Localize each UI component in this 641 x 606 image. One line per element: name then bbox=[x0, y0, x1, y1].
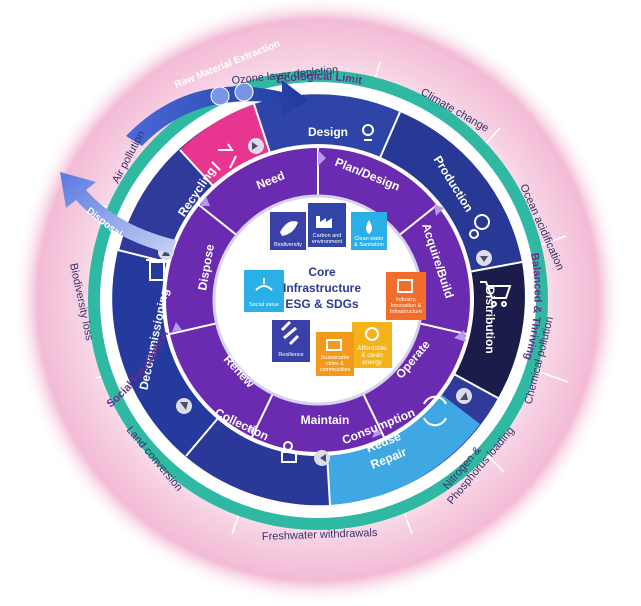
sdg-biodiversity-label: Biodiversity bbox=[274, 242, 302, 248]
chain-link-icon bbox=[280, 320, 300, 346]
industry-cube-icon bbox=[397, 279, 413, 293]
sdg-industry-label-1: Industry, bbox=[396, 297, 417, 303]
core-title-line3: ESG & SDGs bbox=[285, 297, 359, 311]
sdg-clean-water-label-2: & Sanitation bbox=[354, 242, 384, 248]
city-building-icon bbox=[326, 339, 342, 351]
raw-material-arrow-icon bbox=[126, 80, 308, 146]
core-title-line2: Infrastructure bbox=[283, 281, 361, 295]
recycling-icon bbox=[211, 143, 237, 171]
stage-distribution[interactable]: Distribution bbox=[483, 286, 497, 353]
sdg-cities-label-2: cities & bbox=[326, 361, 344, 367]
sdg-energy-label-2: & clean bbox=[361, 352, 383, 359]
design-lightbulb-icon bbox=[362, 124, 374, 141]
ecological-limit-label: Ecological Limit bbox=[276, 71, 364, 87]
shopping-cart-icon bbox=[480, 281, 512, 307]
delivery-person-icon bbox=[281, 441, 297, 463]
water-drop-icon bbox=[366, 220, 372, 234]
factory-icon bbox=[316, 216, 332, 228]
step-maintain[interactable]: Maintain bbox=[301, 413, 350, 427]
boundary-freshwater: Freshwater withdrawals bbox=[262, 527, 378, 543]
sdg-energy-label-3: energy bbox=[362, 359, 383, 366]
sdg-social-tile[interactable] bbox=[244, 270, 284, 312]
sdg-resilience-label: Resilience bbox=[278, 352, 303, 358]
reuse-cycle-icon bbox=[423, 395, 447, 427]
sdg-energy-label-1: Affordable bbox=[357, 345, 387, 352]
production-gears-icon bbox=[469, 214, 490, 239]
sdg-industry-label-2: Innovation & bbox=[391, 303, 422, 309]
sdg-social-label: Social value bbox=[249, 302, 279, 308]
sdg-cities-label-1: Sustainable bbox=[321, 355, 350, 361]
sdg-industry-label-3: Infrastructure bbox=[390, 309, 422, 315]
sdg-carbon-label-2: environment bbox=[312, 239, 343, 245]
sdg-carbon-label-1: Carbon and bbox=[313, 233, 342, 239]
stage-design[interactable]: Design bbox=[308, 125, 348, 139]
inner-arrow-chevrons bbox=[172, 150, 466, 438]
trash-bin-icon bbox=[146, 259, 168, 281]
hand-bulb-icon bbox=[255, 278, 273, 291]
sdg-energy-tile[interactable] bbox=[352, 322, 392, 368]
core-title-line1: Core bbox=[308, 265, 336, 279]
sdg-cities-label-3: communities bbox=[320, 367, 351, 373]
leaf-icon bbox=[280, 221, 298, 236]
energy-sun-icon bbox=[365, 327, 379, 341]
sdg-clean-water-label-1: Clean water bbox=[354, 236, 384, 242]
disposal-arrow-icon bbox=[60, 172, 176, 254]
